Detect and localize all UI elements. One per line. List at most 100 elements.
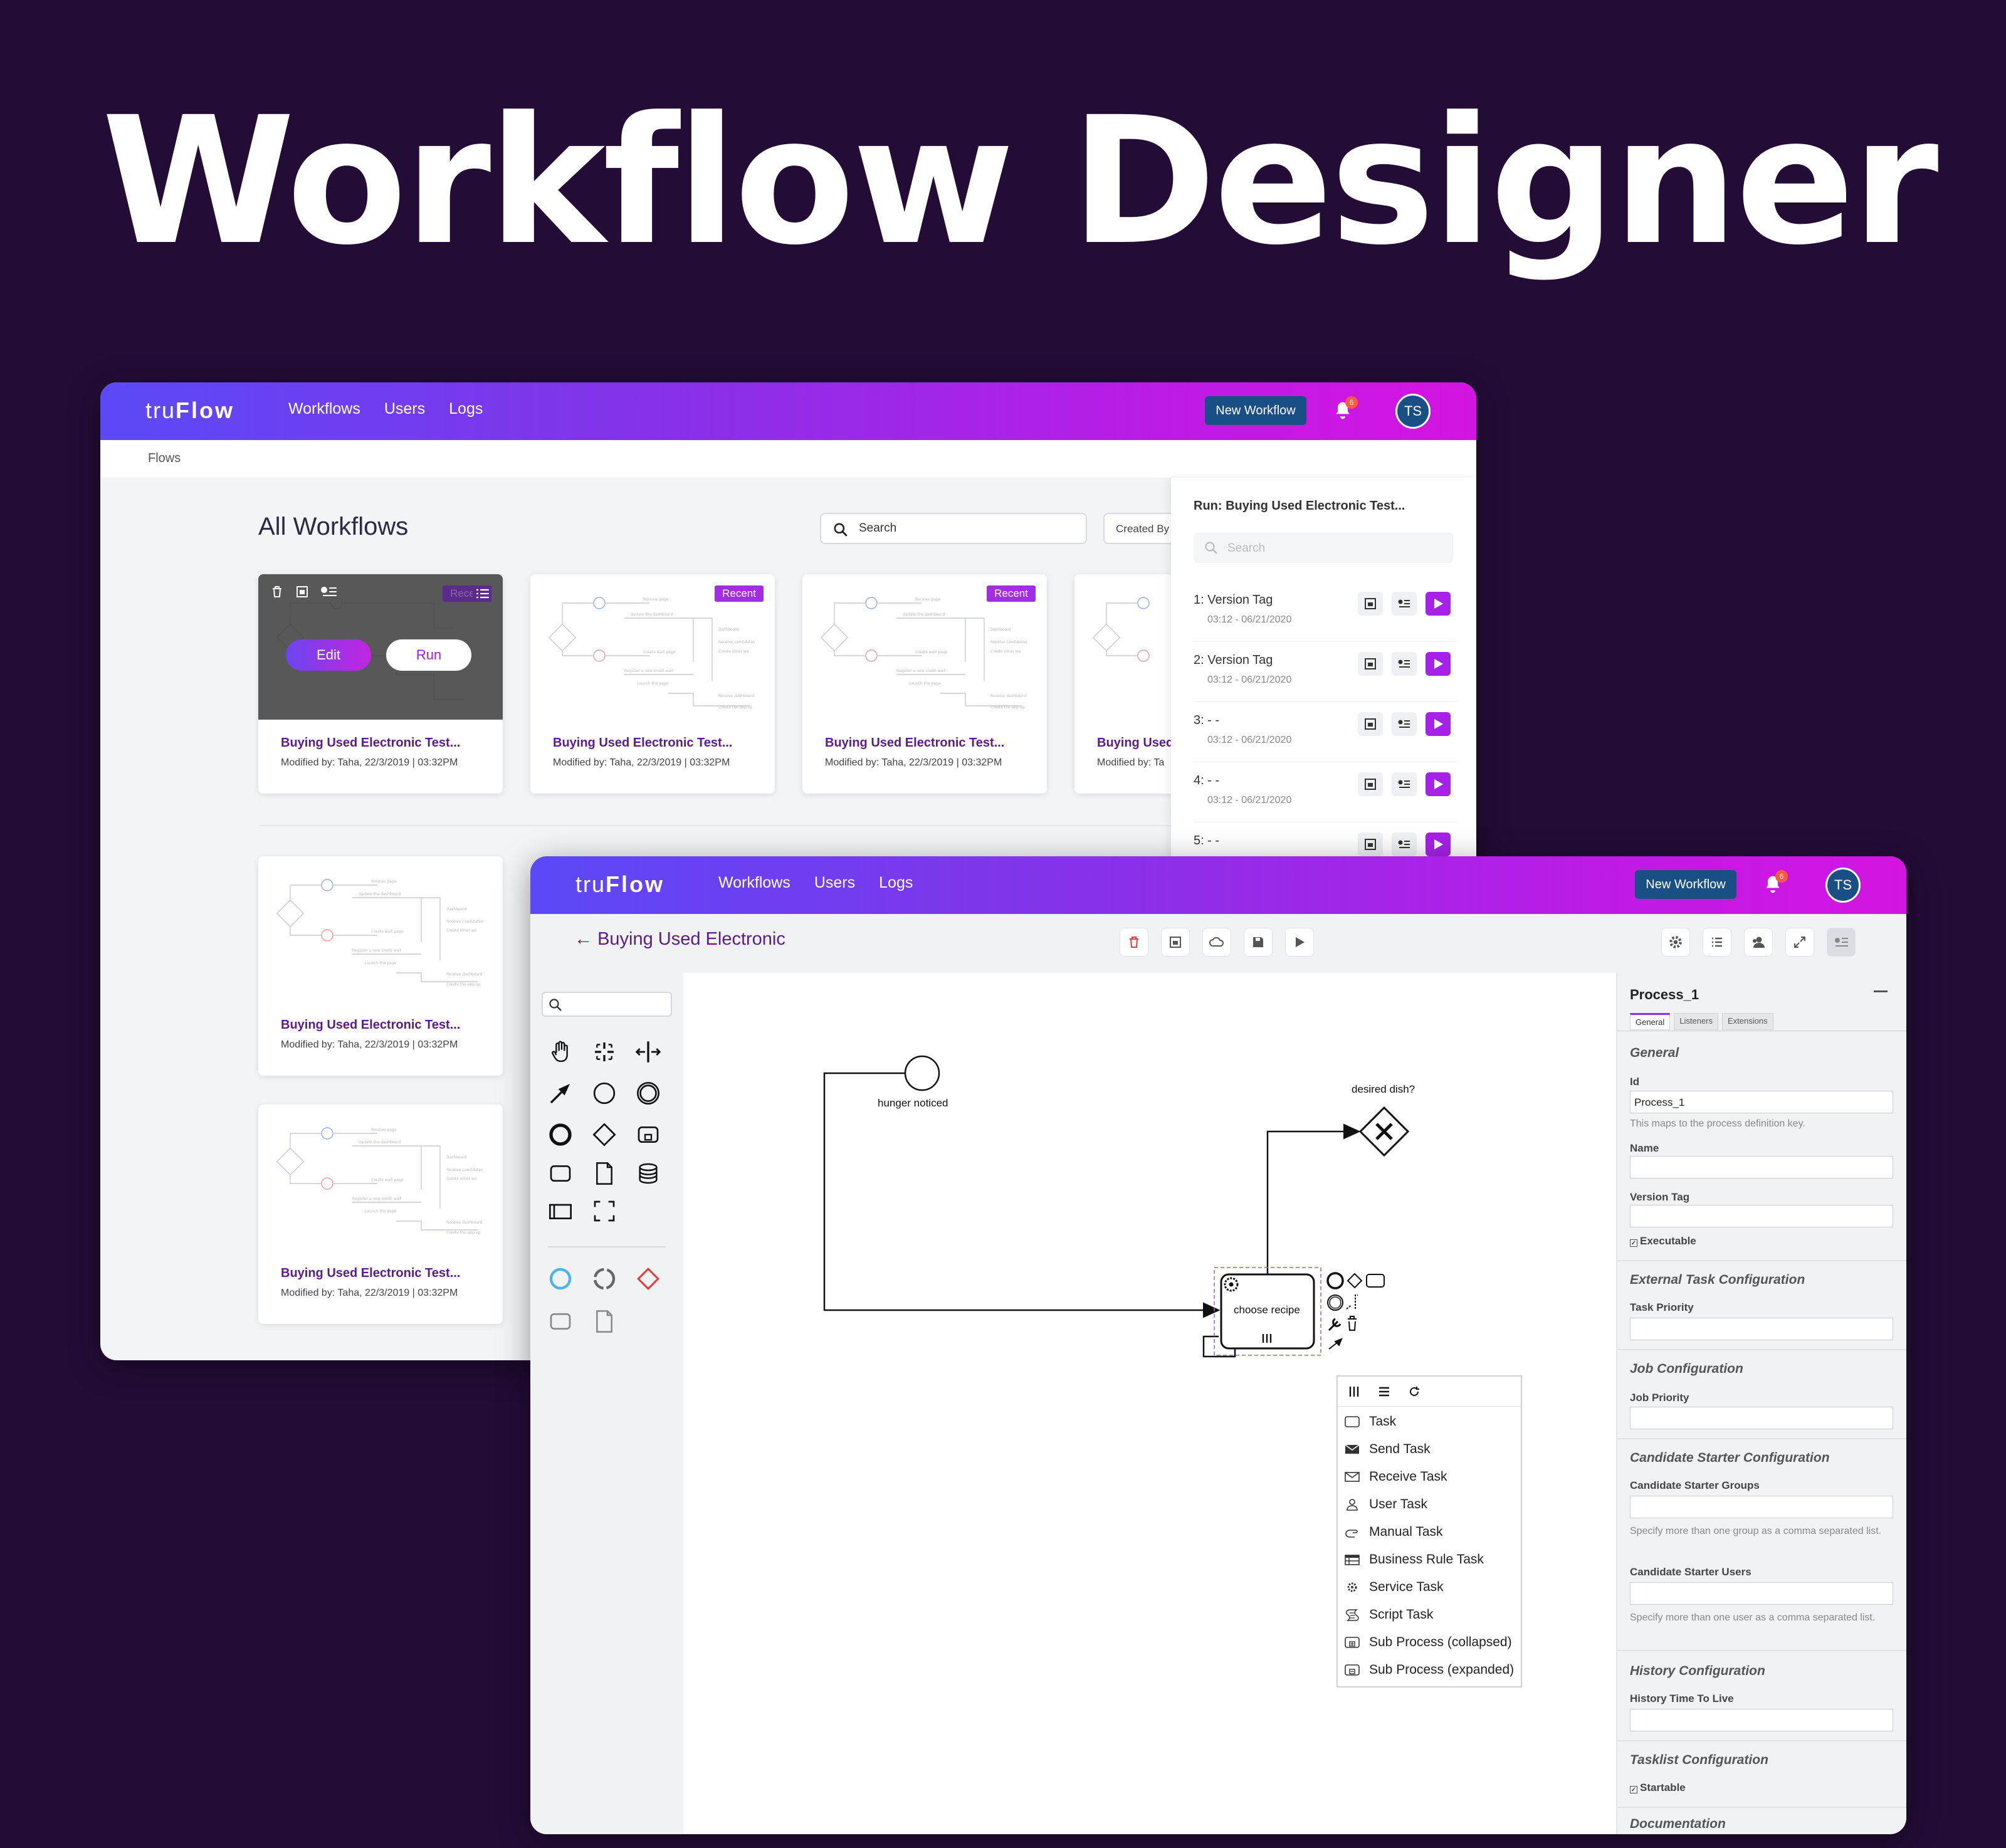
search-input[interactable]: Search (820, 513, 1087, 544)
run-button[interactable]: Run (386, 639, 471, 671)
run-panel-search-input[interactable]: Search (1194, 533, 1453, 563)
group-icon[interactable] (588, 1195, 621, 1227)
menu-item-script-task[interactable]: Script Task (1344, 1601, 1433, 1629)
properties-toggle-button[interactable] (1827, 928, 1856, 957)
workflow-card[interactable]: Recent Edit Run Buying Used Electronic T… (258, 574, 503, 794)
menu-item-subprocess-expanded[interactable]: Sub Process (expanded) (1344, 1656, 1514, 1684)
nav-logs[interactable]: Logs (879, 874, 913, 891)
edit-button[interactable]: Edit (286, 639, 371, 671)
trash-icon[interactable] (270, 584, 285, 599)
duplicate-icon[interactable] (295, 584, 310, 599)
details-icon[interactable] (1392, 712, 1417, 736)
app-logo[interactable]: truFlow (145, 397, 234, 424)
new-workflow-button[interactable]: New Workflow (1635, 870, 1736, 899)
menu-item-business-rule-task[interactable]: Business Rule Task (1344, 1546, 1484, 1573)
play-icon[interactable] (1426, 832, 1451, 856)
subprocess-icon[interactable] (632, 1118, 664, 1151)
task-icon[interactable] (544, 1157, 577, 1190)
loop-marker-icon[interactable] (1407, 1384, 1422, 1399)
lasso-tool-icon[interactable] (588, 1036, 621, 1068)
menu-item-service-task[interactable]: Service Task (1344, 1573, 1444, 1601)
nav-workflows[interactable]: Workflows (288, 400, 360, 417)
menu-item-subprocess-collapsed[interactable]: Sub Process (collapsed) (1344, 1629, 1512, 1656)
nav-logs[interactable]: Logs (449, 400, 483, 417)
new-workflow-button[interactable]: New Workflow (1205, 396, 1306, 425)
name-input[interactable] (1630, 1156, 1893, 1179)
pool-icon[interactable] (544, 1195, 577, 1227)
menu-item-send-task[interactable]: Send Task (1344, 1436, 1431, 1463)
snapshot-icon[interactable] (1358, 832, 1383, 856)
nav-users[interactable]: Users (384, 400, 426, 417)
tab-listeners[interactable]: Listeners (1674, 1013, 1718, 1030)
task-priority-input[interactable] (1630, 1318, 1893, 1340)
settings-button[interactable] (1661, 928, 1690, 957)
end-event-icon[interactable] (544, 1118, 577, 1151)
app-logo[interactable]: truFlow (575, 871, 664, 898)
parallel-marker-icon[interactable] (1347, 1384, 1362, 1399)
data-store-icon[interactable] (632, 1157, 664, 1190)
play-icon[interactable] (1426, 772, 1451, 796)
users-button[interactable] (1744, 928, 1773, 957)
executable-checkbox[interactable]: ✓Executable (1630, 1235, 1696, 1247)
task-shape[interactable] (1220, 1273, 1315, 1350)
diagram-canvas[interactable]: hunger noticed desired dish? choose reci… (683, 973, 1616, 1834)
menu-item-user-task[interactable]: User Task (1344, 1491, 1427, 1518)
start-event-icon[interactable] (588, 1077, 621, 1110)
versions-icon[interactable] (320, 584, 339, 599)
candidate-groups-input[interactable] (1630, 1496, 1893, 1518)
list-button[interactable] (1703, 928, 1731, 957)
context-pad[interactable] (1326, 1272, 1385, 1350)
custom-start-event-icon[interactable] (544, 1263, 577, 1295)
job-priority-input[interactable] (1630, 1407, 1893, 1429)
details-icon[interactable] (1392, 832, 1417, 856)
nav-workflows[interactable]: Workflows (718, 874, 790, 891)
details-icon[interactable] (1392, 592, 1417, 616)
export-image-button[interactable] (1161, 928, 1190, 957)
breadcrumb[interactable]: Flows (100, 440, 1476, 478)
gateway-icon[interactable] (588, 1118, 621, 1151)
user-avatar[interactable]: TS (1825, 868, 1861, 903)
notification-bell-icon[interactable]: 6 (1333, 396, 1358, 423)
sequential-marker-icon[interactable] (1377, 1384, 1392, 1399)
data-object-icon[interactable] (588, 1157, 621, 1190)
list-icon[interactable] (473, 585, 491, 602)
play-icon[interactable] (1426, 652, 1451, 676)
startable-checkbox[interactable]: ✓Startable (1630, 1782, 1686, 1793)
custom-intermediate-icon[interactable] (588, 1263, 621, 1295)
custom-gateway-icon[interactable] (632, 1263, 664, 1295)
menu-item-receive-task[interactable]: Receive Task (1344, 1463, 1447, 1491)
deploy-button[interactable] (1202, 928, 1231, 957)
details-icon[interactable] (1392, 652, 1417, 676)
snapshot-icon[interactable] (1358, 652, 1383, 676)
version-tag-input[interactable] (1630, 1205, 1893, 1227)
delete-button[interactable] (1120, 928, 1148, 957)
tab-extensions[interactable]: Extensions (1722, 1013, 1773, 1030)
candidate-users-input[interactable] (1630, 1582, 1893, 1605)
hand-tool-icon[interactable] (544, 1036, 577, 1068)
snapshot-icon[interactable] (1358, 712, 1383, 736)
tab-general[interactable]: General (1630, 1013, 1671, 1030)
notification-bell-icon[interactable]: 6 (1763, 870, 1788, 896)
snapshot-icon[interactable] (1358, 772, 1383, 796)
intermediate-event-icon[interactable] (632, 1077, 664, 1110)
custom-task-icon[interactable] (544, 1305, 577, 1338)
id-input[interactable]: Process_1 (1630, 1091, 1893, 1113)
details-icon[interactable] (1392, 772, 1417, 796)
collapse-icon[interactable] (1874, 990, 1888, 992)
palette-search-input[interactable] (542, 992, 672, 1017)
play-icon[interactable] (1426, 592, 1451, 616)
user-avatar[interactable]: TS (1395, 394, 1431, 429)
fullscreen-button[interactable] (1785, 928, 1814, 957)
nav-users[interactable]: Users (814, 874, 856, 891)
menu-item-manual-task[interactable]: Manual Task (1344, 1518, 1443, 1546)
back-link[interactable]: ← Buying Used Electronic (574, 929, 785, 950)
created-by-filter[interactable]: Created By (1103, 513, 1179, 544)
menu-item-task[interactable]: Task (1344, 1408, 1396, 1436)
space-tool-icon[interactable] (632, 1036, 664, 1068)
custom-data-object-icon[interactable] (588, 1305, 621, 1338)
history-ttl-input[interactable] (1630, 1709, 1893, 1731)
